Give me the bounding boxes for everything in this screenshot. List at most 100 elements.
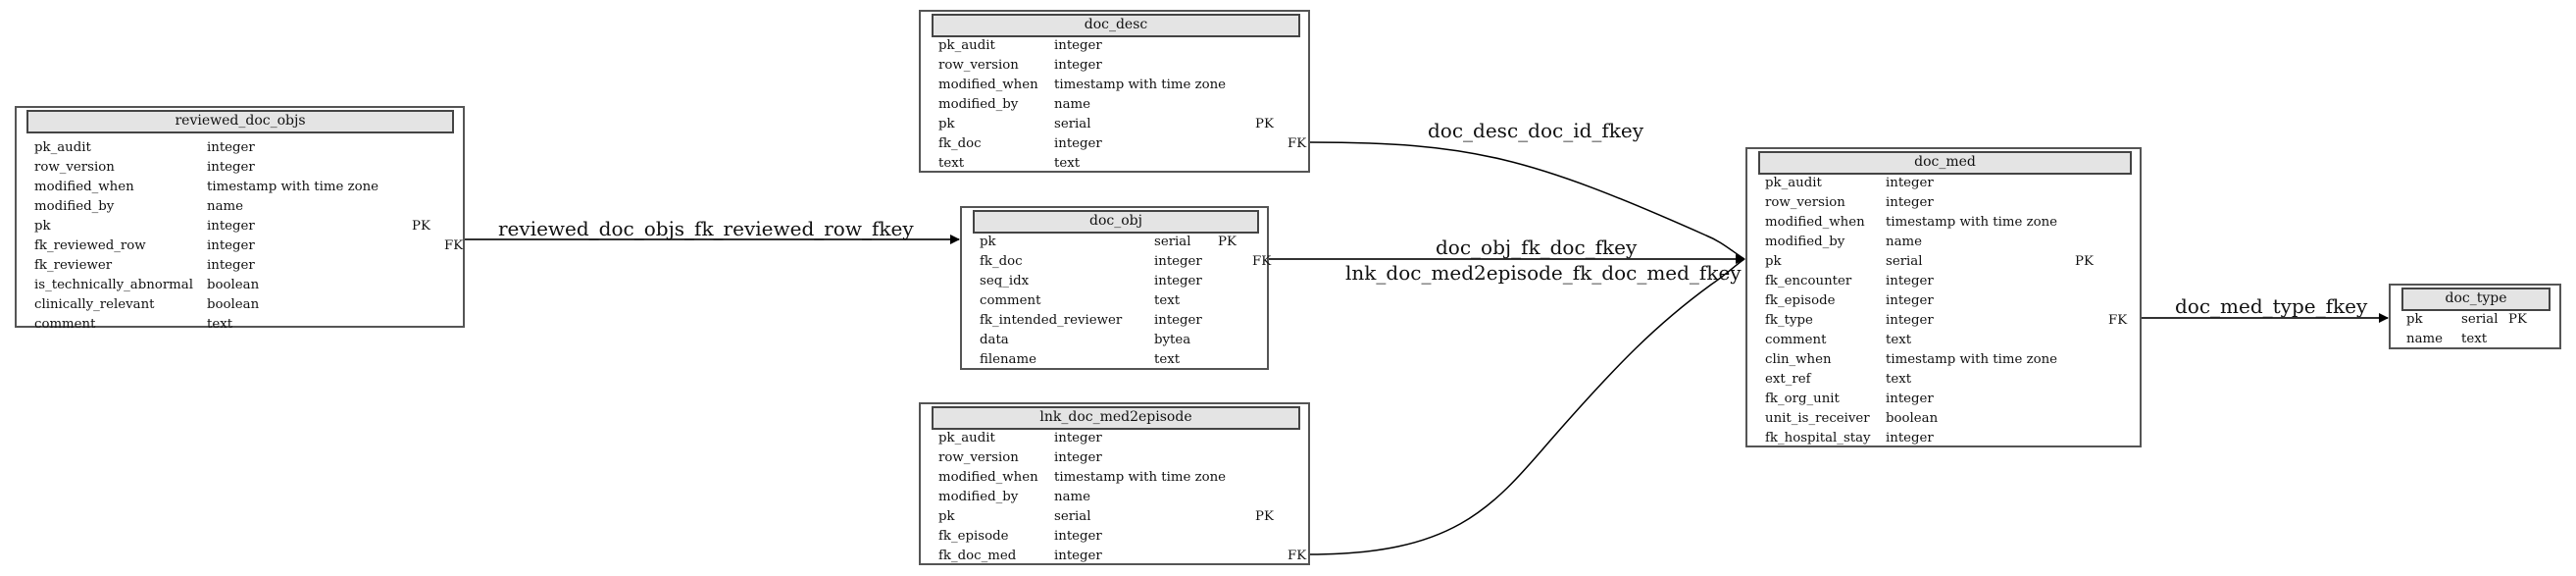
column-type: integer — [1054, 431, 1102, 445]
column-type: integer — [1886, 274, 1934, 288]
column-name: comment — [1765, 333, 1827, 347]
column-type: name — [1054, 490, 1090, 504]
table-header: doc_desc — [932, 14, 1300, 37]
edge-lnk-doc-med2episode-fk-doc-med[interactable] — [1308, 258, 1745, 555]
column-type: timestamp with time zone — [1886, 215, 2058, 230]
column-type: name — [1886, 235, 1922, 249]
column-name: fk_org_unit — [1765, 392, 1840, 406]
column-row: modified_when timestamp with time zone — [938, 76, 1300, 95]
column-name: clinically_relevant — [34, 297, 155, 312]
column-row: comment text — [34, 315, 455, 335]
edge-label: doc_obj_fk_doc_fkey — [1436, 236, 1638, 259]
column-type: integer — [207, 160, 255, 175]
column-type: timestamp with time zone — [1054, 470, 1227, 485]
foreign-key-flag: FK — [444, 238, 464, 253]
column-name: clin_when — [1765, 352, 1832, 367]
column-type: text — [1886, 333, 1912, 347]
column-name: fk_hospital_stay — [1765, 431, 1871, 445]
column-type: text — [2461, 332, 2488, 346]
column-name: comment — [34, 317, 96, 332]
column-name: pk — [1765, 254, 1782, 269]
column-name: data — [980, 333, 1009, 347]
primary-key-flag: PK — [412, 219, 430, 234]
foreign-key-flag: FK — [2108, 313, 2128, 328]
column-name: modified_when — [1765, 215, 1865, 230]
column-name: fk_doc — [980, 254, 1023, 269]
edge-label: lnk_doc_med2episode_fk_doc_med_fkey — [1345, 261, 1742, 285]
column-type: integer — [1886, 293, 1934, 308]
column-name: seq_idx — [980, 274, 1030, 288]
column-type: name — [1054, 97, 1090, 112]
column-row: pk serial PK — [1765, 252, 2132, 272]
column-type: text — [1154, 352, 1181, 367]
table-header: doc_med — [1758, 151, 2132, 175]
column-type: text — [1054, 156, 1081, 171]
column-type: text — [1886, 372, 1912, 387]
primary-key-flag: PK — [1255, 117, 1274, 131]
column-name: modified_when — [938, 78, 1038, 92]
table-header: lnk_doc_med2episode — [932, 406, 1300, 430]
column-name: fk_doc — [938, 136, 982, 151]
column-name: fk_doc_med — [938, 549, 1017, 563]
column-name: modified_by — [938, 490, 1019, 504]
column-type: integer — [1886, 392, 1934, 406]
column-name: is_technically_abnormal — [34, 278, 193, 292]
column-type: serial — [1054, 509, 1091, 524]
column-name: row_version — [938, 450, 1019, 465]
column-name: pk_audit — [938, 431, 995, 445]
table-header: reviewed_doc_objs — [26, 110, 454, 133]
primary-key-flag: PK — [1255, 509, 1274, 524]
column-type: integer — [1154, 274, 1202, 288]
column-type: text — [207, 317, 233, 332]
edge-doc-desc-doc-id[interactable] — [1308, 141, 1745, 260]
column-type: bytea — [1154, 333, 1191, 347]
primary-key-flag: PK — [2508, 312, 2527, 327]
column-name: row_version — [34, 160, 115, 175]
column-type: text — [1154, 293, 1181, 308]
primary-key-flag: PK — [2075, 254, 2094, 269]
column-type: serial — [1886, 254, 1923, 269]
edge-label: reviewed_doc_objs_fk_reviewed_row_fkey — [498, 217, 914, 240]
column-name: pk — [34, 219, 51, 234]
table-lnk-doc-med2episode[interactable]: lnk_doc_med2episode pk_audit integer row_v… — [919, 402, 1310, 565]
column-name: unit_is_receiver — [1765, 411, 1870, 426]
column-name: modified_by — [34, 199, 115, 214]
column-type: timestamp with time zone — [207, 180, 379, 194]
column-type: timestamp with time zone — [1054, 78, 1227, 92]
column-name: ext_ref — [1765, 372, 1811, 387]
column-type: boolean — [1886, 411, 1939, 426]
column-row: modified_when timestamp with time zone — [1765, 213, 2132, 233]
column-name: modified_by — [938, 97, 1019, 112]
table-header: doc_obj — [973, 210, 1259, 234]
edge-label: doc_med_type_fkey — [2175, 294, 2368, 318]
